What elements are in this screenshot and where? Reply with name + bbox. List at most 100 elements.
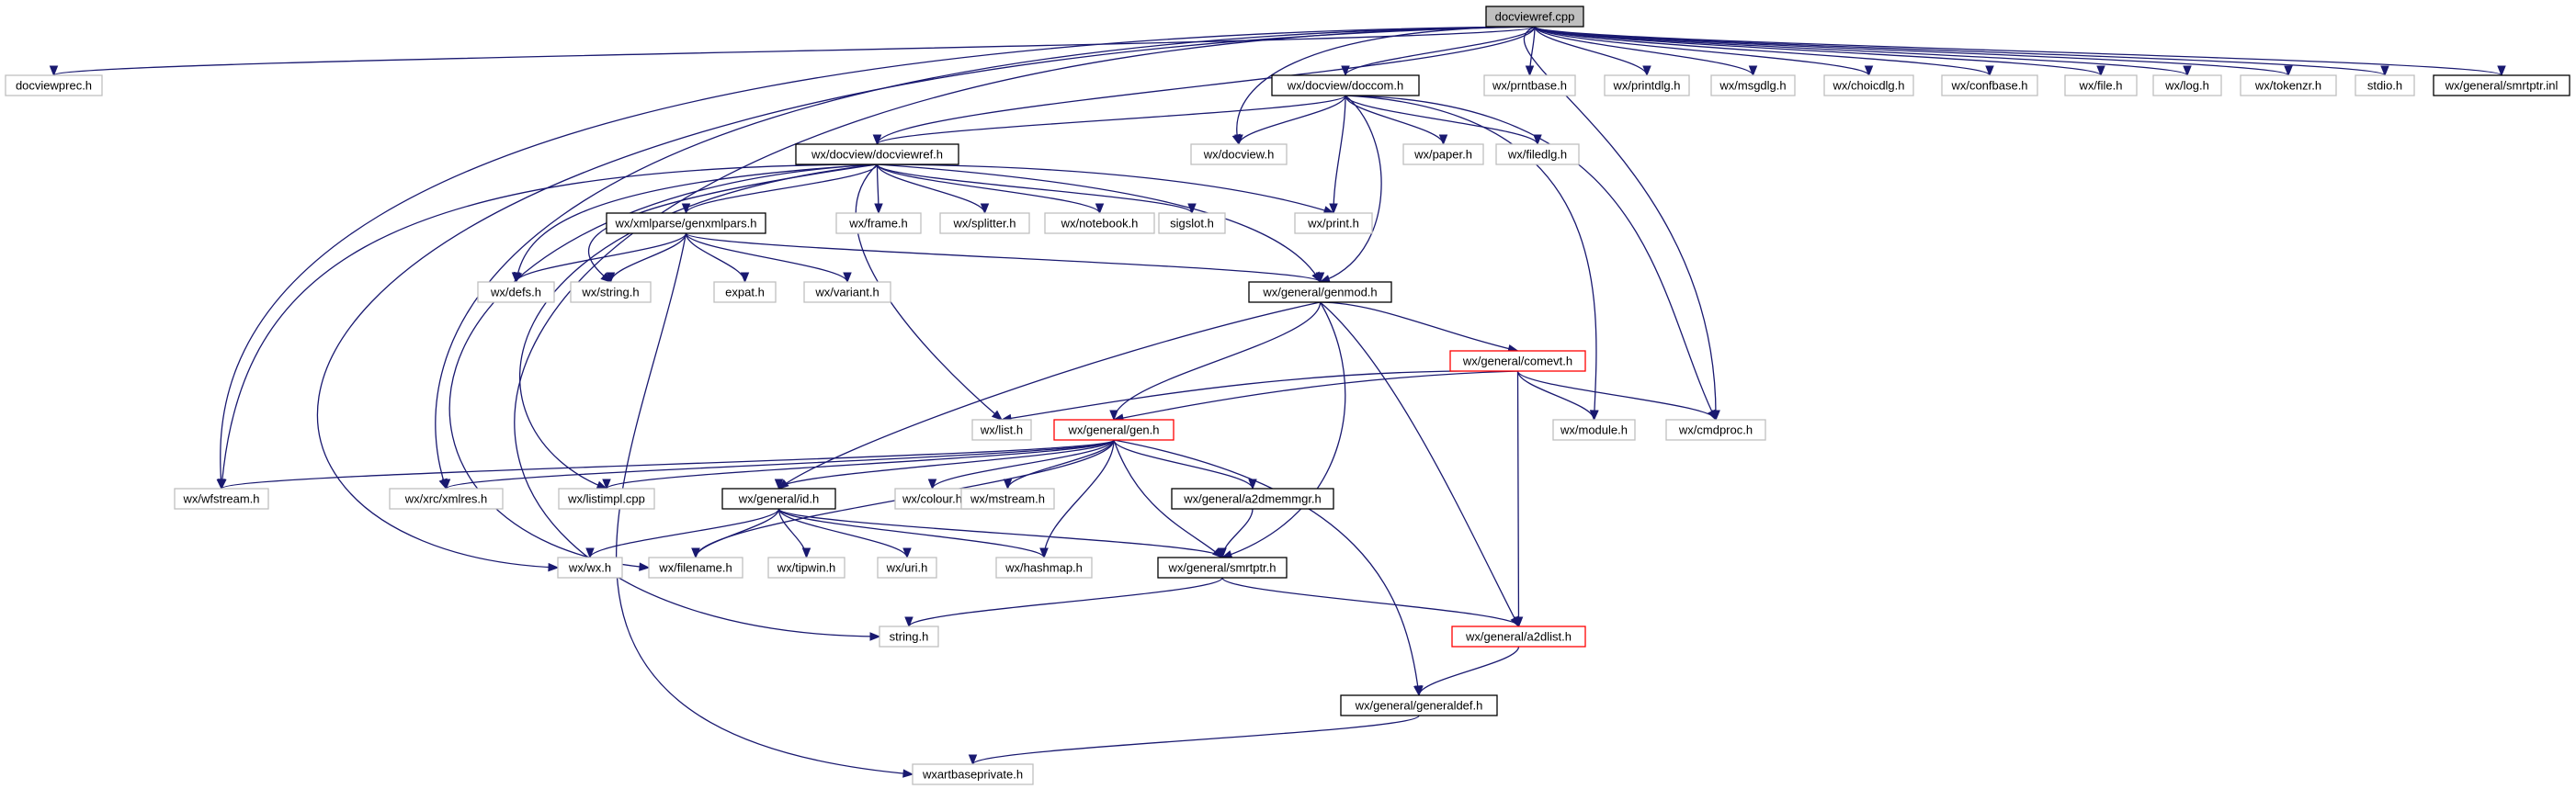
edge-genmod-to-comevt — [1320, 301, 1518, 352]
node-gen[interactable]: wx/general/gen.h — [1053, 419, 1175, 441]
node-string_wx[interactable]: wx/string.h — [570, 281, 652, 303]
node-idh[interactable]: wx/general/id.h — [721, 488, 836, 510]
node-label-docviewprec: docviewprec.h — [16, 79, 92, 93]
node-docviewprec[interactable]: docviewprec.h — [5, 74, 103, 96]
arrowhead-doccom-to-paper — [1438, 134, 1448, 146]
node-genmod[interactable]: wx/general/genmod.h — [1248, 281, 1392, 303]
edge-doccom-to-module — [1345, 95, 1597, 421]
node-smrtptrinl[interactable]: wx/general/smrtptr.inl — [2433, 74, 2570, 96]
node-variant[interactable]: wx/variant.h — [803, 281, 891, 303]
node-label-docviewref: wx/docview/docviewref.h — [811, 148, 943, 162]
node-choicdlg[interactable]: wx/choicdlg.h — [1823, 74, 1914, 96]
node-stringh[interactable]: string.h — [879, 626, 939, 648]
node-label-tipwin: wx/tipwin.h — [777, 561, 836, 575]
node-smrtptr[interactable]: wx/general/smrtptr.h — [1157, 557, 1288, 579]
node-expat[interactable]: expat.h — [713, 281, 777, 303]
node-docviewref[interactable]: wx/docview/docviewref.h — [795, 143, 959, 165]
node-mstream[interactable]: wx/mstream.h — [960, 488, 1055, 510]
node-label-file: wx/file.h — [2079, 79, 2123, 93]
node-label-variant: wx/variant.h — [814, 286, 879, 299]
node-printdlg[interactable]: wx/printdlg.h — [1604, 74, 1690, 96]
node-print[interactable]: wx/print.h — [1294, 212, 1373, 234]
node-label-filename: wx/filename.h — [658, 561, 732, 575]
node-label-confbase: wx/confbase.h — [1950, 79, 2027, 93]
node-tipwin[interactable]: wx/tipwin.h — [767, 557, 845, 579]
edge-root-to-wxh — [317, 26, 1536, 569]
node-frame[interactable]: wx/frame.h — [835, 212, 922, 234]
edge-smrtptr-to-stringh — [908, 577, 1223, 627]
node-paper[interactable]: wx/paper.h — [1402, 143, 1484, 165]
node-label-cmdproc: wx/cmdproc.h — [1678, 423, 1753, 437]
node-file[interactable]: wx/file.h — [2064, 74, 2138, 96]
node-box-cmdproc — [1665, 419, 1766, 441]
node-module[interactable]: wx/module.h — [1552, 419, 1636, 441]
arrowhead-gen-to-idh — [774, 479, 784, 490]
node-label-listimpl: wx/listimpl.cpp — [567, 492, 645, 506]
edge-genmod-to-gen — [1113, 301, 1322, 421]
edge-root-to-printdlg — [1534, 26, 1648, 76]
node-wxartbase[interactable]: wxartbaseprivate.h — [912, 763, 1034, 785]
node-label-splitter: wx/splitter.h — [953, 217, 1016, 231]
node-doccom[interactable]: wx/docview/doccom.h — [1271, 74, 1420, 96]
arrowhead-idh-to-tipwin — [801, 547, 811, 559]
node-notebook[interactable]: wx/notebook.h — [1044, 212, 1155, 234]
edge-idh-to-wxh — [589, 508, 780, 558]
node-listimpl[interactable]: wx/listimpl.cpp — [558, 488, 655, 510]
node-prntbase[interactable]: wx/prntbase.h — [1483, 74, 1576, 96]
node-label-generaldef: wx/general/generaldef.h — [1355, 699, 1483, 713]
edge-doccom-to-paper — [1345, 95, 1445, 145]
node-a2dmemmgr[interactable]: wx/general/a2dmemmgr.h — [1171, 488, 1334, 510]
node-filename[interactable]: wx/filename.h — [648, 557, 743, 579]
arrowhead-idh-to-smrtptr — [1218, 547, 1227, 559]
arrowhead-root-to-docviewprec — [49, 65, 59, 77]
node-splitter[interactable]: wx/splitter.h — [939, 212, 1030, 234]
edge-genxmlpars-to-defs — [515, 232, 687, 283]
node-box-xmlres — [389, 488, 504, 510]
edge-idh-to-smrtptr — [777, 508, 1223, 558]
arrowhead-docviewref-to-list — [991, 410, 1004, 421]
node-msgdlg[interactable]: wx/msgdlg.h — [1710, 74, 1796, 96]
node-generaldef[interactable]: wx/general/generaldef.h — [1340, 694, 1498, 716]
node-comevt[interactable]: wx/general/comevt.h — [1449, 350, 1586, 372]
node-stdio[interactable]: stdio.h — [2355, 74, 2415, 96]
edge-a2dlist-to-generaldef — [1418, 646, 1520, 696]
node-box-smrtptrinl — [2433, 74, 2570, 96]
node-docview[interactable]: wx/docview.h — [1190, 143, 1288, 165]
node-wxh[interactable]: wx/wx.h — [557, 557, 623, 579]
edge-root-to-stringh — [514, 26, 1536, 637]
arrowhead-gen-to-wfstream — [217, 479, 226, 490]
node-label-module: wx/module.h — [1560, 423, 1628, 437]
arrowhead-root-to-msgdlg — [1748, 65, 1758, 77]
node-list[interactable]: wx/list.h — [971, 419, 1032, 441]
arrowhead-idh-to-hashmap — [1039, 547, 1049, 559]
node-box-comevt — [1449, 350, 1586, 372]
node-defs[interactable]: wx/defs.h — [477, 281, 555, 303]
node-xmlres[interactable]: wx/xrc/xmlres.h — [389, 488, 504, 510]
node-hashmap[interactable]: wx/hashmap.h — [995, 557, 1093, 579]
node-sigslot[interactable]: sigslot.h — [1158, 212, 1226, 234]
node-label-xmlres: wx/xrc/xmlres.h — [404, 492, 488, 506]
node-label-genxmlpars: wx/xmlparse/genxmlpars.h — [615, 217, 757, 231]
node-genxmlpars[interactable]: wx/xmlparse/genxmlpars.h — [606, 212, 766, 234]
node-label-notebook: wx/notebook.h — [1061, 217, 1139, 231]
edge-doccom-to-docviewref — [876, 95, 1346, 145]
arrowhead-genxmlpars-to-wxartbase — [902, 769, 914, 778]
node-wfstream[interactable]: wx/wfstream.h — [174, 488, 269, 510]
arrowhead-docviewref-to-string_wx — [600, 272, 612, 283]
node-label-wxh: wx/wx.h — [568, 561, 611, 575]
node-uri[interactable]: wx/uri.h — [877, 557, 937, 579]
node-root[interactable]: docviewref.cpp — [1485, 6, 1584, 28]
node-label-print: wx/print.h — [1307, 217, 1359, 231]
arrowhead-comevt-to-cmdproc — [1711, 410, 1720, 422]
node-confbase[interactable]: wx/confbase.h — [1941, 74, 2038, 96]
edge-a2dmemmgr-to-smrtptr — [1221, 508, 1254, 558]
node-log[interactable]: wx/log.h — [2152, 74, 2222, 96]
node-cmdproc[interactable]: wx/cmdproc.h — [1665, 419, 1766, 441]
node-filedlg[interactable]: wx/filedlg.h — [1495, 143, 1580, 165]
node-tokenzr[interactable]: wx/tokenzr.h — [2240, 74, 2337, 96]
node-a2dlist[interactable]: wx/general/a2dlist.h — [1451, 626, 1586, 648]
node-colour[interactable]: wx/colour.h — [894, 488, 970, 510]
node-label-paper: wx/paper.h — [1413, 148, 1472, 162]
node-box-gen — [1053, 419, 1175, 441]
